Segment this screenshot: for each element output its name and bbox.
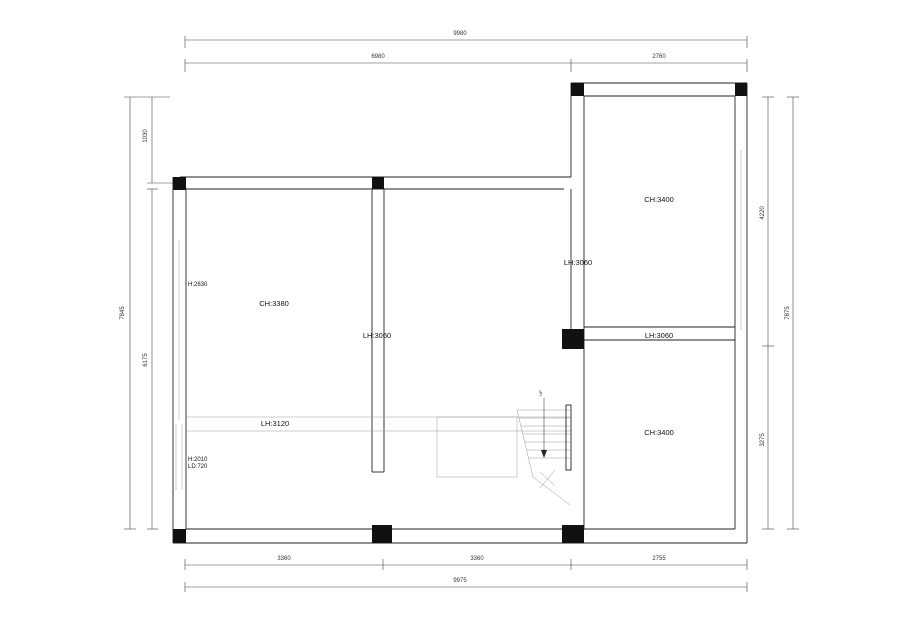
dim-left-total: 7845 — [120, 306, 126, 320]
beam-label-right-vertical: LH:3060 — [564, 258, 592, 267]
room-label-left: CH:3380 — [259, 299, 289, 308]
stair-up-label: UP — [538, 390, 543, 396]
dim-right-lower: 3275 — [760, 433, 766, 447]
column — [562, 329, 584, 349]
dim-bottom-right: 2755 — [652, 556, 666, 562]
dim-top-left: 6980 — [371, 54, 385, 60]
right-dimension-group: 4220 3275 7875 — [760, 96, 799, 530]
dim-left-lower: 6175 — [143, 353, 149, 367]
columns — [173, 83, 747, 543]
window-label-lower-h: H:2010 — [188, 457, 208, 463]
window-label-lower-ld: LD:720 — [188, 464, 208, 470]
room-label-right-lower: CH:3400 — [644, 428, 674, 437]
window-label-left: H:2630 — [188, 282, 208, 288]
walls — [172, 82, 748, 544]
column — [372, 525, 392, 543]
column — [735, 83, 747, 96]
left-dimension-group: 7845 1030 6175 — [120, 96, 180, 530]
dim-right-upper: 4220 — [760, 206, 766, 220]
column — [173, 529, 186, 543]
beam-label-center-vertical: LH:3060 — [363, 331, 391, 340]
top-dimension-group: 9980 6980 2760 — [184, 31, 748, 72]
dim-bottom-total: 9975 — [453, 578, 467, 584]
room-label-right-upper: CH:3400 — [644, 195, 674, 204]
dim-top-right: 2760 — [652, 54, 666, 60]
column — [173, 177, 186, 190]
dim-bottom-left: 3360 — [277, 556, 291, 562]
labels: CH:3380 CH:3400 CH:3400 LH:3060 LH:3060 … — [188, 195, 674, 470]
bottom-dimension-group: 3360 3360 2755 9975 — [184, 556, 748, 592]
dim-right-total: 7875 — [785, 306, 791, 320]
column — [571, 83, 584, 96]
beam-label-right-horizontal: LH:3060 — [645, 331, 673, 340]
stair-arrow-icon — [541, 450, 547, 458]
dim-top-total: 9980 — [453, 31, 467, 37]
dim-bottom-mid: 3360 — [470, 556, 484, 562]
column — [562, 525, 584, 543]
stair: UP — [436, 390, 572, 506]
dim-left-upper: 1030 — [143, 129, 149, 143]
beam-label-left-horizontal: LH:3120 — [261, 419, 289, 428]
column — [372, 177, 384, 189]
